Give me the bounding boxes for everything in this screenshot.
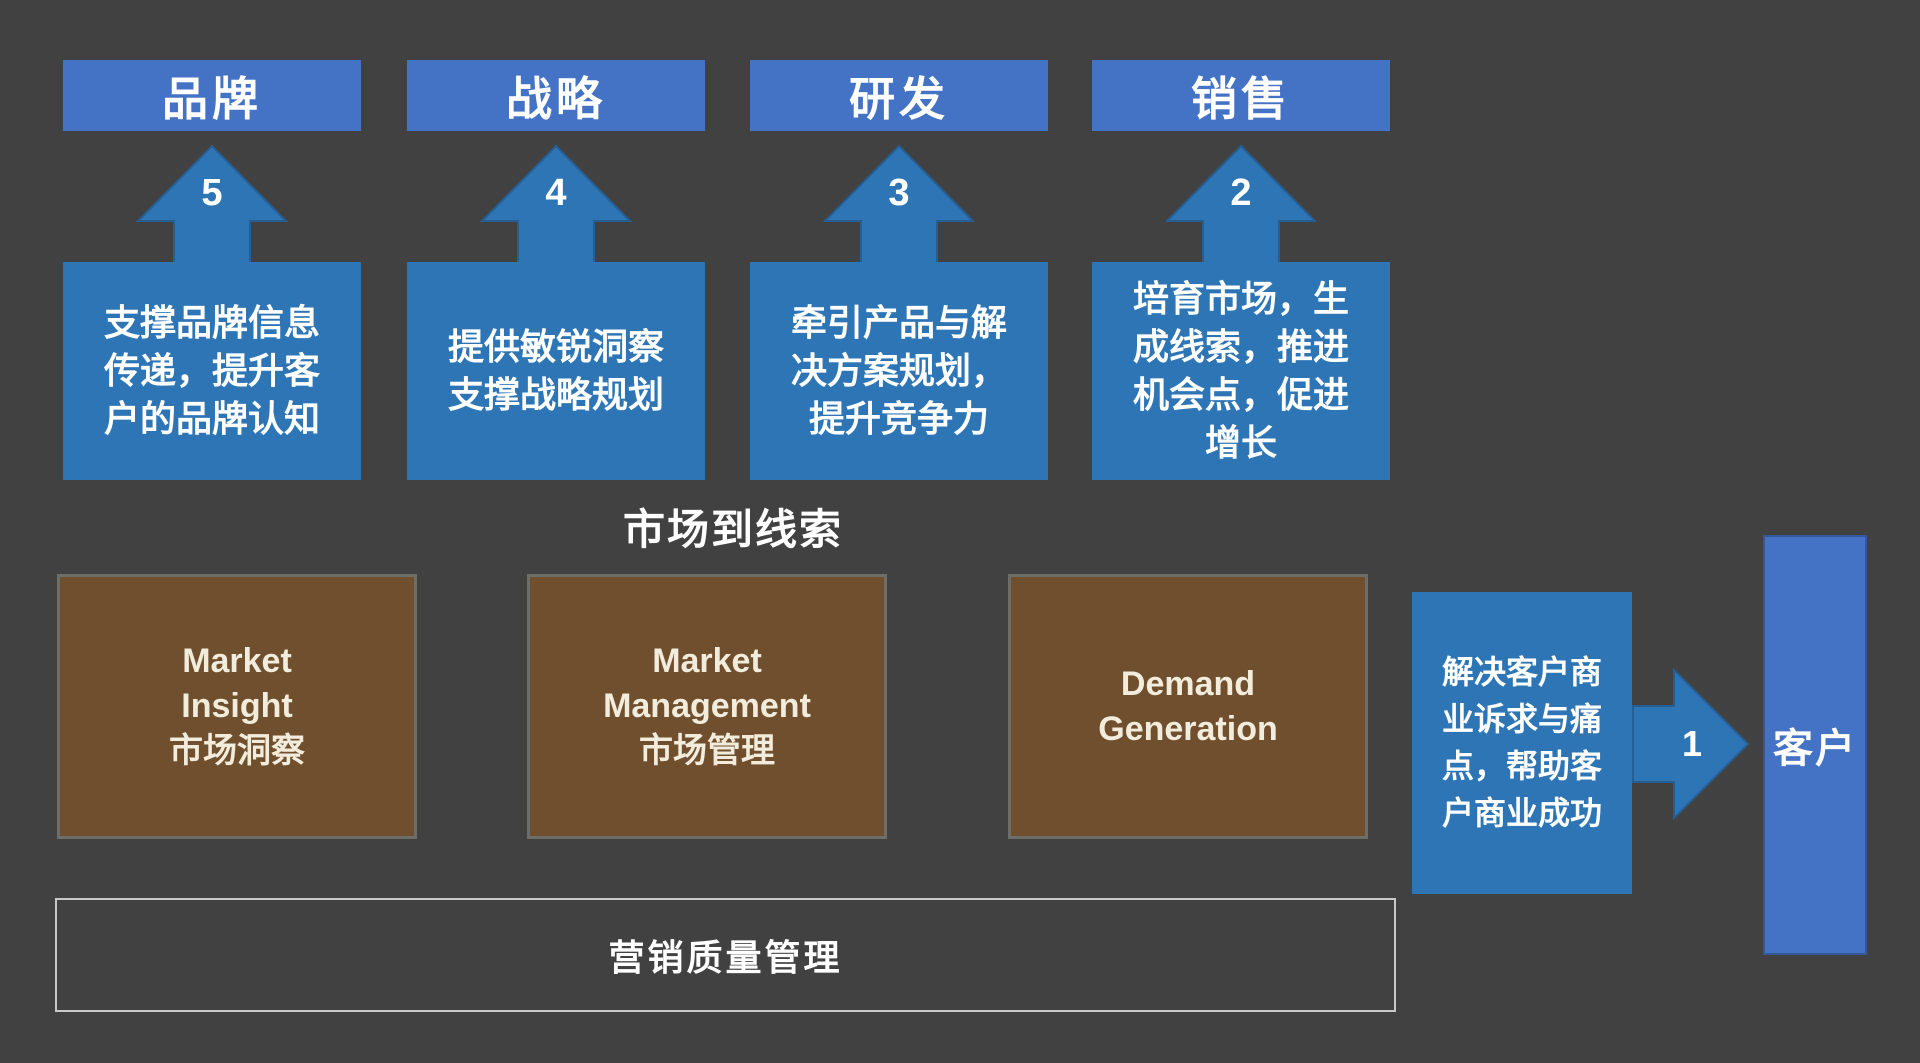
process-box-demand-generation: Demand Generation [1008, 574, 1368, 839]
up-arrow-icon [823, 144, 975, 263]
process-box-market-management: Market Management 市场管理 [527, 574, 887, 839]
arrow-number: 1 [1681, 723, 1703, 764]
description-box-rnd: 牵引产品与解 决方案规划， 提升竞争力 [750, 262, 1048, 480]
process-box-market-insight: Market Insight 市场洞察 [57, 574, 417, 839]
description-box-brand: 支撑品牌信息 传递，提升客 户的品牌认知 [63, 262, 361, 480]
arrow-number: 5 [201, 172, 223, 214]
description-text: 培育市场，生 成线索，推进 机会点，促进 增长 [1132, 278, 1349, 463]
outcome-box: 解决客户商 业诉求与痛 点，帮助客 户商业成功 [1412, 592, 1632, 894]
description-box-sales: 培育市场，生 成线索，推进 机会点，促进 增长 [1092, 262, 1390, 480]
up-arrow-icon [136, 144, 288, 263]
header-box-brand: 品牌 [63, 60, 361, 131]
description-text: 提供敏锐洞察 支撑战略规划 [447, 326, 664, 415]
process-box-label: Market Management 市场管理 [603, 642, 811, 770]
process-box-label: Demand Generation [1098, 664, 1278, 748]
header-label: 销售 [1191, 72, 1291, 125]
header-label: 品牌 [162, 72, 262, 125]
arrow-number: 4 [545, 172, 567, 214]
arrow-number: 2 [1230, 172, 1252, 214]
customer-box: 客户 [1763, 535, 1867, 955]
header-box-rnd: 研发 [750, 60, 1048, 131]
up-arrow-icon [1165, 144, 1317, 263]
quality-management-bar: 营销质量管理 [55, 898, 1396, 1012]
arrow-number: 3 [888, 172, 910, 214]
right-arrow-icon [1632, 668, 1750, 820]
description-text: 牵引产品与解 决方案规划， 提升竞争力 [790, 302, 1007, 439]
header-box-sales: 销售 [1092, 60, 1390, 131]
header-label: 战略 [506, 72, 606, 125]
customer-label: 客户 [1773, 727, 1857, 771]
section-title-market-to-leads: 市场到线索 [622, 506, 843, 553]
process-box-label: Market Insight 市场洞察 [169, 642, 305, 770]
outcome-text: 解决客户商 业诉求与痛 点，帮助客 户商业成功 [1441, 654, 1602, 831]
up-arrow-icon [480, 144, 632, 263]
description-box-strategy: 提供敏锐洞察 支撑战略规划 [407, 262, 705, 480]
header-box-strategy: 战略 [407, 60, 705, 131]
header-label: 研发 [849, 72, 949, 125]
quality-management-label: 营销质量管理 [608, 937, 843, 978]
description-text: 支撑品牌信息 传递，提升客 户的品牌认知 [103, 302, 320, 439]
